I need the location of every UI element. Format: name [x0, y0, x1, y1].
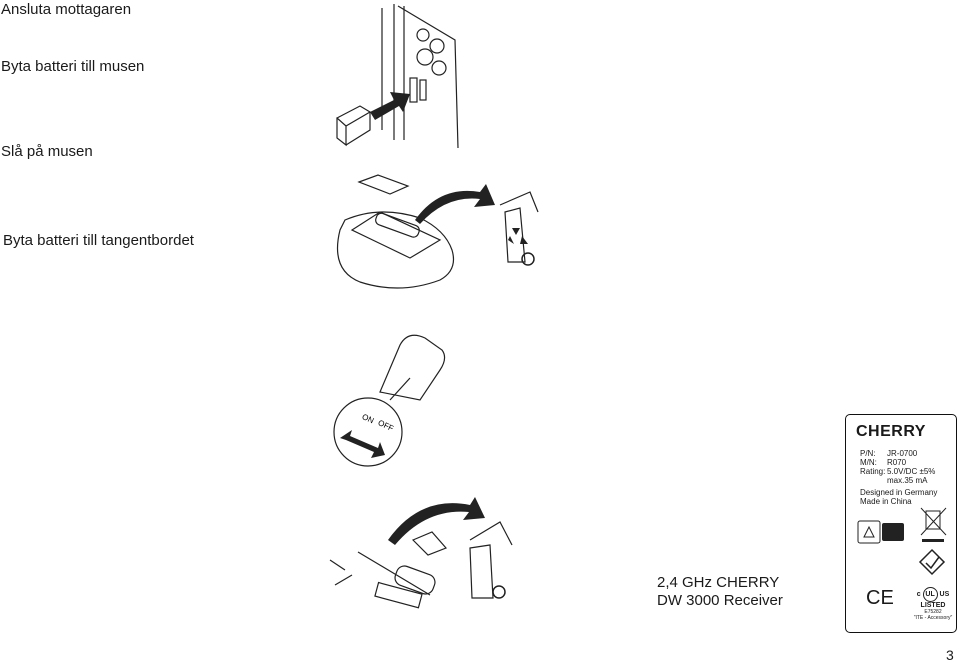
- weee-bar: [922, 539, 944, 542]
- heading-connect-receiver: Ansluta mottagaren: [1, 1, 132, 18]
- tuv-gs-mark-icon: [857, 520, 904, 544]
- page-number: 3: [946, 647, 954, 663]
- caption-line1: 2,4 GHz CHERRY: [657, 574, 780, 591]
- rcm-mark-icon: [918, 548, 946, 576]
- designed-text: Designed in Germany: [860, 488, 938, 497]
- mn-row: M/N:R070: [860, 458, 907, 467]
- made-text: Made in China: [860, 497, 912, 506]
- ul-logo-icon: UL: [922, 587, 938, 602]
- rating-current: max.35 mA: [887, 476, 928, 485]
- cherry-logo: CHERRY: [856, 423, 926, 440]
- ce-mark: CE: [866, 587, 894, 609]
- weee-bin-icon: [920, 507, 947, 536]
- ul-mark: c UL US LISTED E75282 "ITE - Accessory": [912, 587, 954, 629]
- heading-keyboard-battery: Byta batteri till tangentbordet: [3, 232, 194, 249]
- pn-row: P/N:JR-0700: [860, 449, 918, 458]
- caption-line2: DW 3000 Receiver: [657, 592, 783, 609]
- product-label: CHERRY P/N:JR-0700 M/N:R070 Rating:5.0V/…: [845, 414, 957, 633]
- rating-row: Rating:5.0V/DC ±5%: [860, 467, 936, 476]
- heading-mouse-on: Slå på musen: [1, 143, 93, 160]
- heading-mouse-battery: Byta batteri till musen: [1, 58, 145, 75]
